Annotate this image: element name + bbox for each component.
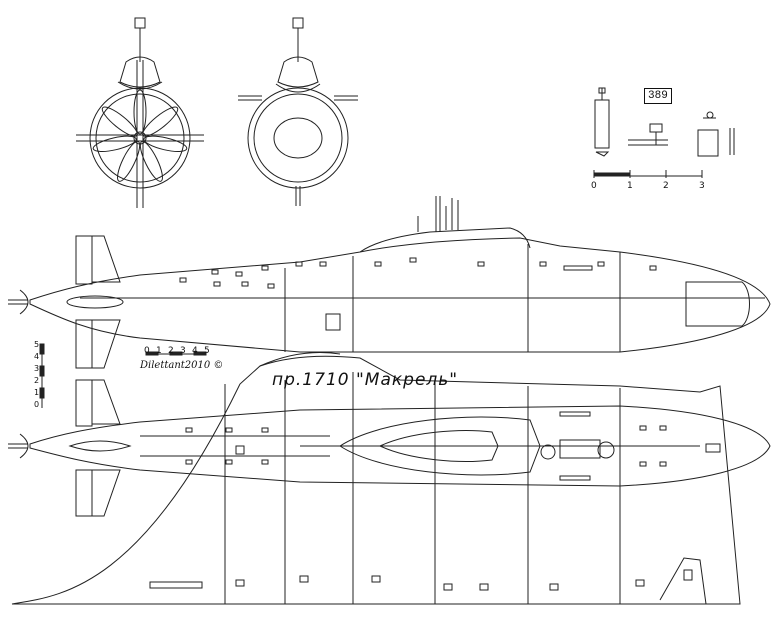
scale-bar-hull	[146, 352, 206, 355]
vertical-scale-tick-label: 4	[34, 352, 40, 361]
propeller-icon	[92, 90, 188, 184]
side-view-upper	[8, 196, 770, 368]
hull-scale-tick-label: 5	[204, 346, 210, 356]
top-view	[8, 380, 770, 516]
scale-tick-label: 1	[627, 181, 633, 191]
scale-tick-label: 3	[699, 181, 705, 191]
hull-scale-tick-label: 4	[192, 346, 198, 356]
author-signature: Dilettant2010 ©	[140, 360, 224, 371]
scale-bar-vertical	[40, 344, 44, 408]
scale-bar-right	[594, 170, 702, 178]
vertical-scale-tick-label: 3	[34, 364, 40, 373]
hull-scale-tick-label: 0	[144, 346, 150, 356]
side-view-lower	[12, 353, 740, 605]
scale-tick-label: 2	[663, 181, 669, 191]
vertical-scale-tick-label: 2	[34, 376, 40, 385]
vertical-scale-tick-label: 0	[34, 400, 40, 409]
hull-scale-tick-label: 3	[180, 346, 186, 356]
bow-end-view	[238, 18, 358, 206]
drawing-title: пр.1710 "Макрель"	[272, 370, 459, 390]
vertical-scale-tick-label: 5	[34, 340, 40, 349]
hull-scale-tick-label: 2	[168, 346, 174, 356]
scale-tick-label: 0	[591, 181, 597, 191]
hull-scale-tick-label: 1	[156, 346, 162, 356]
detail-parts	[594, 88, 734, 178]
plate-number-badge: 389	[644, 88, 672, 104]
stern-end-view	[76, 18, 204, 208]
vertical-scale-tick-label: 1	[34, 388, 40, 397]
